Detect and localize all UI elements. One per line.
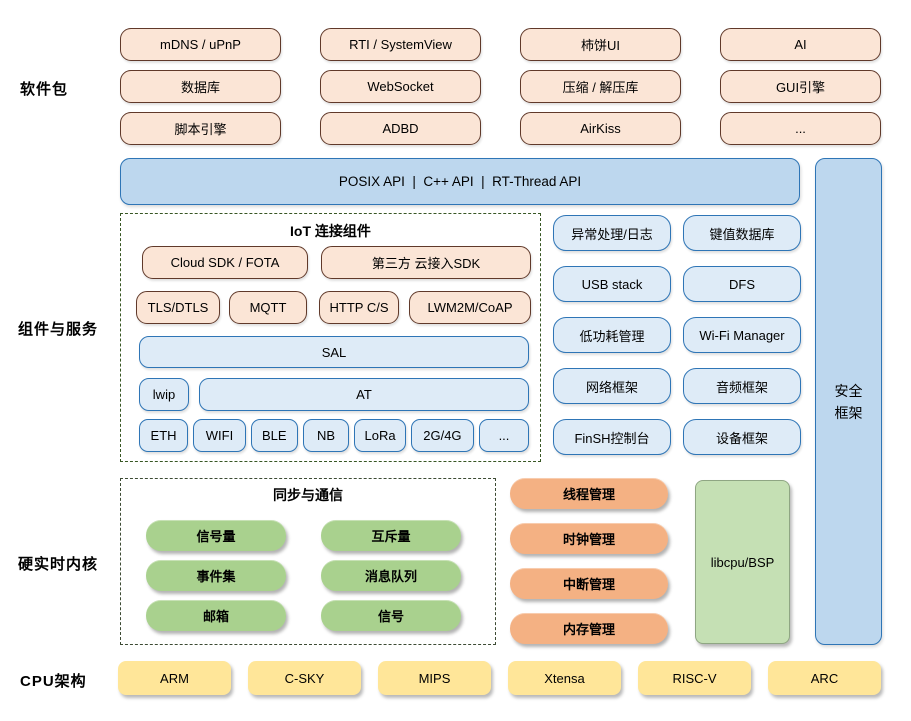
package-box: GUI引擎 xyxy=(720,70,881,103)
cpu-arch-box: ARC xyxy=(768,661,881,695)
package-box: 脚本引擎 xyxy=(120,112,281,145)
link-layer-row: ETH WIFI BLE NB LoRa 2G/4G ... xyxy=(139,419,529,452)
kernel-mgmt-box: 线程管理 xyxy=(510,478,668,509)
cpu-arch-row: ARM C-SKY MIPS Xtensa RISC-V ARC xyxy=(118,661,881,695)
service-box: 键值数据库 xyxy=(683,215,801,251)
package-box: RTI / SystemView xyxy=(320,28,481,61)
service-box: DFS xyxy=(683,266,801,302)
link-box: ... xyxy=(478,419,529,452)
section-label-components: 组件与服务 xyxy=(18,321,99,338)
kernel-mgmt-box: 中断管理 xyxy=(510,568,668,599)
api-layer-bar: POSIX API | C++ API | RT-Thread API xyxy=(120,158,800,205)
sync-item: 消息队列 xyxy=(321,560,461,591)
link-box: ETH xyxy=(139,419,189,452)
link-box: LoRa xyxy=(354,419,406,452)
link-box: 2G/4G xyxy=(410,419,474,452)
service-box: 网络框架 xyxy=(553,368,671,404)
kernel-mgmt-box: 内存管理 xyxy=(510,613,668,644)
sync-items-grid: 信号量 互斥量 事件集 消息队列 邮箱 信号 xyxy=(146,520,461,631)
kernel-management-column: 线程管理 时钟管理 中断管理 内存管理 xyxy=(510,478,668,644)
service-box: 设备框架 xyxy=(683,419,801,455)
service-box: 异常处理/日志 xyxy=(553,215,671,251)
cpu-arch-box: Xtensa xyxy=(508,661,621,695)
iot-components-group: IoT 连接组件 Cloud SDK / FOTA 第三方 云接入SDK TLS… xyxy=(120,213,541,462)
iot-protocol-box: MQTT xyxy=(229,291,307,324)
package-box: AI xyxy=(720,28,881,61)
section-label-kernel: 硬实时内核 xyxy=(18,556,99,573)
iot-thirdparty-box: 第三方 云接入SDK xyxy=(321,246,531,279)
lwip-box: lwip xyxy=(139,378,189,411)
package-box: ADBD xyxy=(320,112,481,145)
section-label-cpu: CPU架构 xyxy=(20,673,87,690)
at-box: AT xyxy=(199,378,529,411)
package-box: mDNS / uPnP xyxy=(120,28,281,61)
package-box: WebSocket xyxy=(320,70,481,103)
link-box: WIFI xyxy=(193,419,246,452)
link-box: BLE xyxy=(250,419,298,452)
sync-item: 互斥量 xyxy=(321,520,461,551)
libcpu-bsp-box: libcpu/BSP xyxy=(695,480,790,644)
kernel-mgmt-box: 时钟管理 xyxy=(510,523,668,554)
service-box: Wi-Fi Manager xyxy=(683,317,801,353)
sync-item: 信号 xyxy=(321,600,461,631)
section-label-packages: 软件包 xyxy=(20,81,69,98)
software-packages-grid: mDNS / uPnP RTI / SystemView 柿饼UI AI 数据库… xyxy=(120,28,881,145)
package-box: 数据库 xyxy=(120,70,281,103)
package-box: AirKiss xyxy=(520,112,681,145)
sync-item: 事件集 xyxy=(146,560,286,591)
cpu-arch-box: RISC-V xyxy=(638,661,751,695)
iot-protocol-box: TLS/DTLS xyxy=(136,291,220,324)
services-grid: 异常处理/日志 键值数据库 USB stack DFS 低功耗管理 Wi-Fi … xyxy=(553,215,801,455)
iot-group-title: IoT 连接组件 xyxy=(290,223,371,239)
cpu-arch-box: ARM xyxy=(118,661,231,695)
iot-protocol-box: LWM2M/CoAP xyxy=(409,291,531,324)
security-framework-line1: 安全 xyxy=(834,382,863,399)
security-framework-box: 安全 框架 xyxy=(815,158,882,645)
iot-protocol-box: HTTP C/S xyxy=(319,291,399,324)
cpu-arch-box: MIPS xyxy=(378,661,491,695)
iot-cloud-sdk-box: Cloud SDK / FOTA xyxy=(142,246,308,279)
cpu-arch-box: C-SKY xyxy=(248,661,361,695)
service-box: 音频框架 xyxy=(683,368,801,404)
package-box: ... xyxy=(720,112,881,145)
sync-communication-group: 同步与通信 信号量 互斥量 事件集 消息队列 邮箱 信号 xyxy=(120,478,496,645)
sal-box: SAL xyxy=(139,336,529,368)
service-box: 低功耗管理 xyxy=(553,317,671,353)
package-box: 压缩 / 解压库 xyxy=(520,70,681,103)
link-box: NB xyxy=(302,419,350,452)
service-box: FinSH控制台 xyxy=(553,419,671,455)
sync-group-title: 同步与通信 xyxy=(273,487,343,503)
sync-item: 信号量 xyxy=(146,520,286,551)
sync-item: 邮箱 xyxy=(146,600,286,631)
security-framework-line2: 框架 xyxy=(834,404,863,421)
service-box: USB stack xyxy=(553,266,671,302)
package-box: 柿饼UI xyxy=(520,28,681,61)
